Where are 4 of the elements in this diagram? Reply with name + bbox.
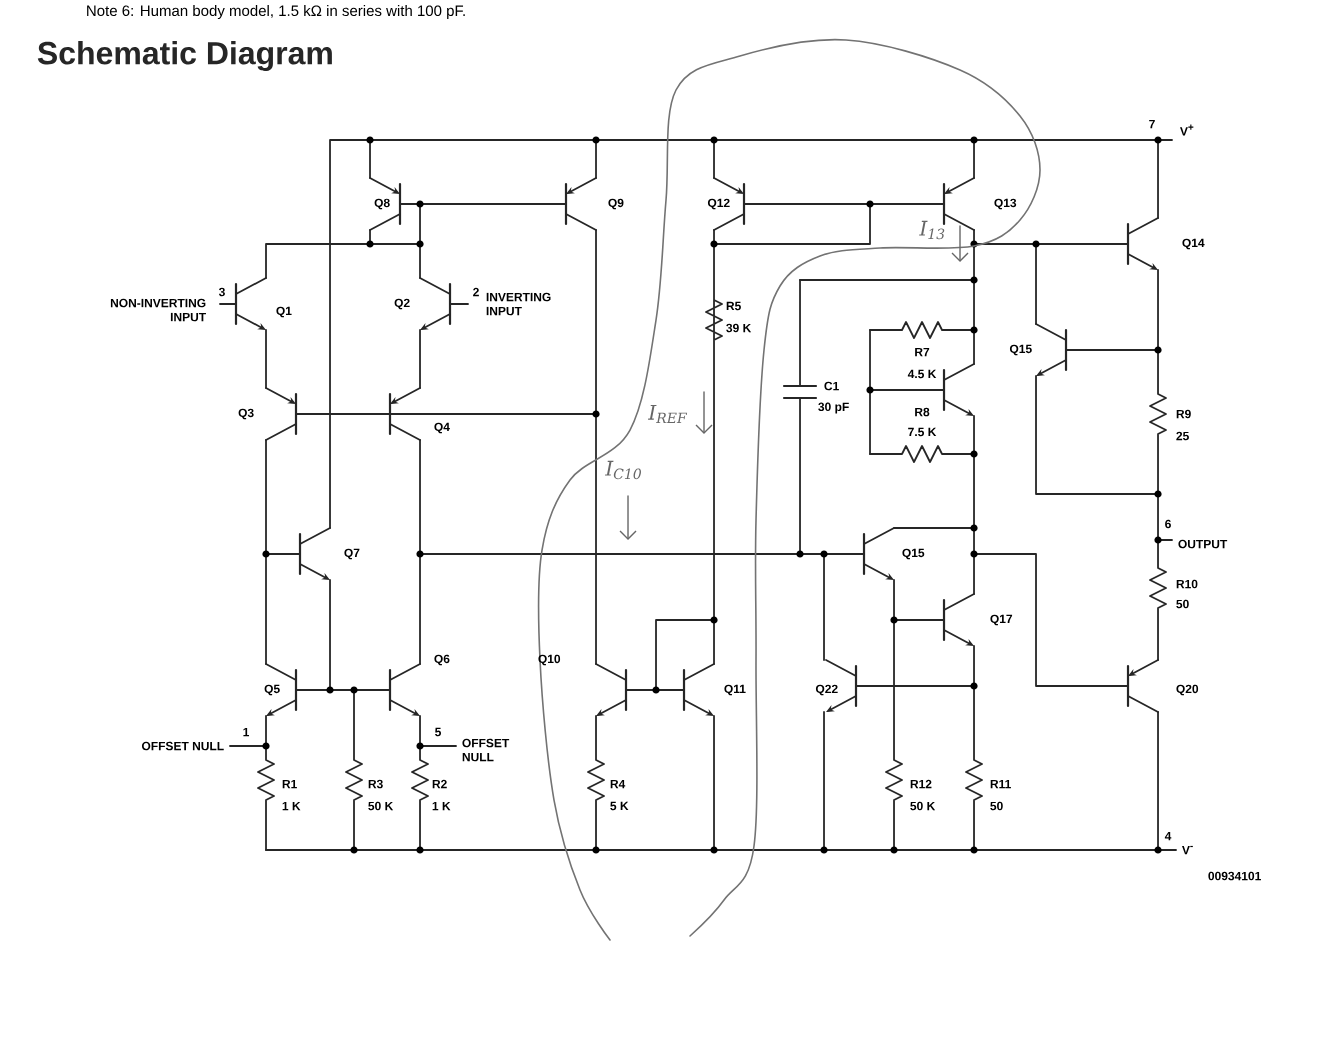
current-label: I$_{C10}$ [605,460,641,480]
current-label: I$_{13}$ [919,220,945,240]
current-label: I$_{REF}$ [648,405,688,423]
title: Schematic Diagram [37,41,332,71]
